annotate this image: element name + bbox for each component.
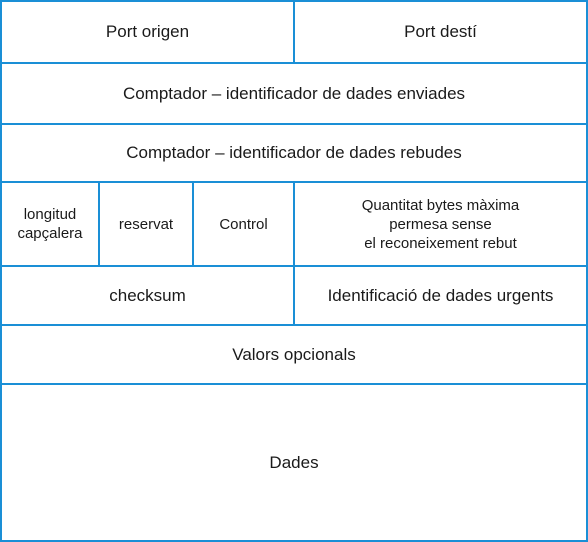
field-port-desti: Port destí	[293, 0, 588, 64]
field-comptador-enviades: Comptador – identificador de dades envia…	[0, 62, 588, 125]
field-label: Comptador – identificador de dades envia…	[122, 83, 466, 103]
field-label: longitud capçalera	[17, 206, 83, 242]
field-label: Port origen	[105, 22, 190, 41]
field-control: Control	[192, 181, 295, 267]
field-dades: Dades	[0, 383, 588, 542]
field-label: Identificació de dades urgents	[327, 285, 554, 305]
field-reservat: reservat	[98, 181, 194, 267]
field-comptador-rebudes: Comptador – identificador de dades rebud…	[0, 123, 588, 183]
field-identificacio-urgents: Identificació de dades urgents	[293, 265, 588, 326]
field-label: Quantitat bytes màxima permesa sense el …	[361, 196, 520, 252]
field-port-origen: Port origen	[0, 0, 295, 64]
field-label: Control	[219, 215, 268, 233]
field-label: Port destí	[404, 22, 477, 41]
field-label: Dades	[269, 452, 319, 472]
field-label: reservat	[118, 215, 174, 233]
field-label: Comptador – identificador de dades rebud…	[126, 143, 462, 162]
field-label: Valors opcionals	[232, 344, 356, 364]
field-valors-opcionals: Valors opcionals	[0, 324, 588, 385]
field-checksum: checksum	[0, 265, 295, 326]
field-label: checksum	[109, 285, 186, 305]
field-quantitat-bytes: Quantitat bytes màxima permesa sense el …	[293, 181, 588, 267]
field-longitud-capcalera: longitud capçalera	[0, 181, 100, 267]
